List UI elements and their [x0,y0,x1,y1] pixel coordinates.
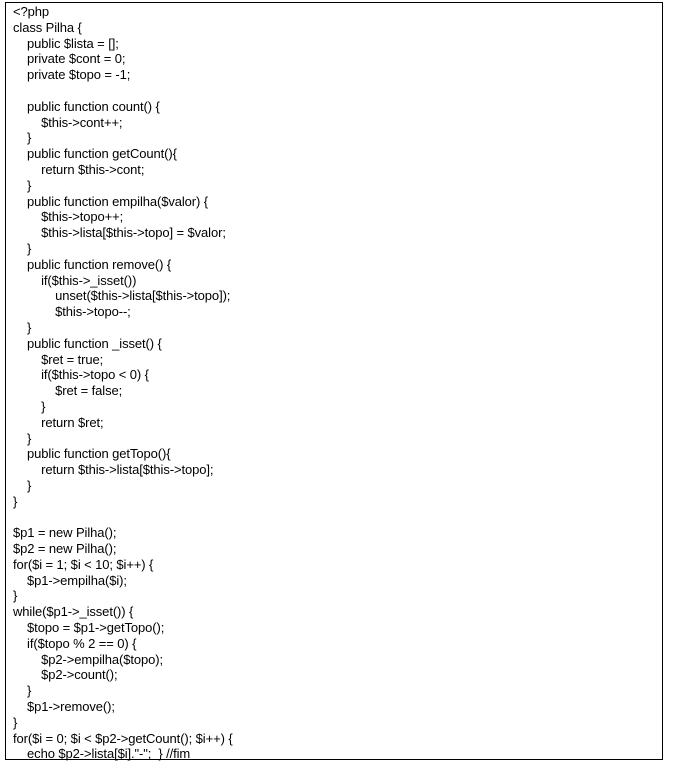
code-line: if($this->_isset()) [13,272,137,288]
code-line: public $lista = []; [13,35,119,51]
code-line: $this->topo++; [13,209,124,225]
code-line: public function getCount(){ [13,146,177,162]
code-line: public function getTopo(){ [13,446,171,462]
code-line: for($i = 1; $i < 10; $i++) { [13,556,154,572]
code-line: } [13,430,32,446]
code-line: public function remove() { [13,256,172,272]
code-line: $ret = false; [13,383,123,399]
code-line: while($p1->_isset()) { [13,604,134,620]
code-line: } [13,130,32,146]
code-line: <?php [13,4,50,19]
code-line: for($i = 0; $i < $p2->getCount(); $i++) … [13,730,233,746]
code-line: $p2->empilha($topo); [13,651,164,667]
code-line: } [13,177,32,193]
code-line: } [13,714,18,730]
code-line: if($this->topo < 0) { [13,367,149,383]
code-line: } [13,398,46,414]
code-line: return $this->cont; [13,161,145,177]
code-line: $p2->count(); [13,667,118,683]
code-line: $ret = true; [13,351,104,367]
code-line: } [13,683,32,699]
code-line: unset($this->lista[$this->topo]); [13,288,231,304]
code-line: $topo = $p1->getTopo(); [13,620,165,636]
code-line: $p1->remove(); [13,699,115,715]
code-line: public function _isset() { [13,335,162,351]
code-line: $this->topo--; [13,304,131,320]
code-line: return $this->lista[$this->topo]; [13,462,214,478]
code-line: } [13,493,18,509]
code-line [13,510,658,526]
code-line: $p2 = new Pilha(); [13,541,117,557]
code-line: } [13,477,32,493]
code-line: private $cont = 0; [13,51,126,67]
code-line: } [13,240,32,256]
code-line: if($topo % 2 == 0) { [13,635,137,651]
code-line: $this->lista[$this->topo] = $valor; [13,225,226,241]
code-line: echo $p2->lista[$i]."-"; } //fim [13,746,191,762]
code-line: public function count() { [13,98,160,114]
code-line: public function empilha($valor) { [13,193,209,209]
code-line: } [13,588,18,604]
code-line: return $ret; [13,414,104,430]
code-line: $p1->empilha($i); [13,572,127,588]
code-line: private $topo = -1; [13,67,131,83]
code-line: $p1 = new Pilha(); [13,525,117,541]
code-line [13,83,658,99]
code-line: $this->cont++; [13,114,123,130]
code-line: } [13,319,32,335]
code-line: class Pilha { [13,19,82,35]
